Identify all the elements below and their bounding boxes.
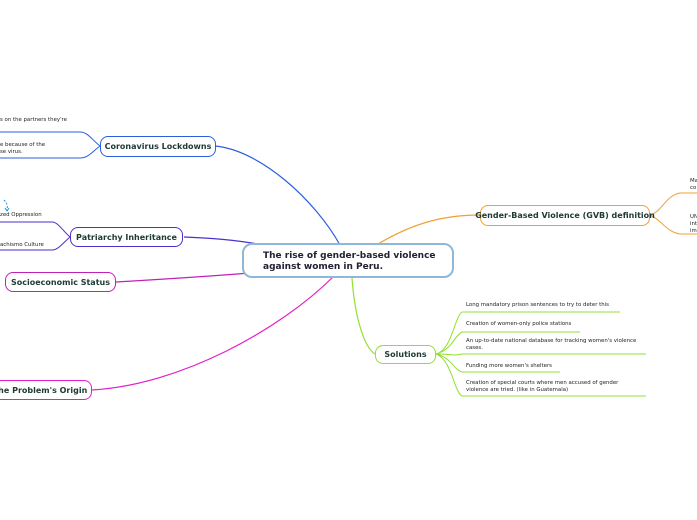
leaf-solution-4[interactable]: Funding more women's shelters <box>466 363 552 369</box>
node-coronavirus-lockdowns[interactable]: Coronavirus Lockdowns <box>100 136 216 157</box>
node-problem-origin[interactable]: The Problem's Origin <box>0 380 92 400</box>
connector-origin <box>91 275 335 391</box>
central-topic-label: The rise of gender-based violence agains… <box>263 251 436 272</box>
leaf-gbv-1b[interactable]: co <box>690 185 697 191</box>
leaf-solution-5b[interactable]: violence are tried. (like in Guatemala) <box>466 387 569 393</box>
leaf-gbv-2b[interactable]: int <box>690 221 697 227</box>
connector-gbv-leaves <box>649 192 681 235</box>
leaf-solution-1[interactable]: Long mandatory prison sentences to try t… <box>466 302 609 308</box>
leaf-covid-1[interactable]: s on the partners they're <box>0 117 67 123</box>
leaf-patriarchy-1[interactable]: zed Oppression <box>0 212 42 218</box>
connector-covid-leaves <box>79 131 101 159</box>
connector-socioeconomic <box>115 272 251 283</box>
node-label: Gender-Based Violence (GVB) definition <box>475 211 655 220</box>
arrow-icon <box>3 199 10 212</box>
leaf-gbv-1a[interactable]: Ma <box>690 178 697 184</box>
connector-coronavirus <box>214 145 341 246</box>
leaf-gbv-2c[interactable]: im <box>690 228 697 234</box>
node-gbv-definition[interactable]: Gender-Based Violence (GVB) definition <box>475 205 655 226</box>
leaf-solution-5a[interactable]: Creation of special courts where men acc… <box>466 380 619 386</box>
leaf-gbv-2a[interactable]: UN <box>690 214 697 220</box>
node-solutions[interactable]: Solutions <box>375 345 436 364</box>
leaf-solution-3b[interactable]: cases. <box>466 345 483 351</box>
connector-gbv <box>377 214 481 245</box>
connector-solutions <box>351 277 376 355</box>
node-socioeconomic-status[interactable]: Socioeconomic Status <box>5 272 116 292</box>
leaf-solution-2[interactable]: Creation of women-only police stations <box>466 321 572 327</box>
node-label: The Problem's Origin <box>0 385 88 395</box>
connector-solutions-leaves <box>435 311 463 397</box>
leaf-covid-2b[interactable]: se virus. <box>0 149 23 155</box>
node-label: Solutions <box>384 350 427 359</box>
central-topic[interactable]: The rise of gender-based violence agains… <box>242 243 454 278</box>
node-label: Coronavirus Lockdowns <box>104 142 212 151</box>
connector-patriarchy-leaves <box>51 221 71 251</box>
leaf-patriarchy-2[interactable]: achismo Culture <box>0 242 44 248</box>
leaf-solution-3a[interactable]: An up-to-date national database for trac… <box>466 338 637 344</box>
leaf-covid-2a[interactable]: e because of the <box>0 142 46 148</box>
node-label: Patriarchy Inheritance <box>76 232 177 242</box>
node-label: Socioeconomic Status <box>11 277 110 287</box>
node-patriarchy-inheritance[interactable]: Patriarchy Inheritance <box>70 227 183 247</box>
